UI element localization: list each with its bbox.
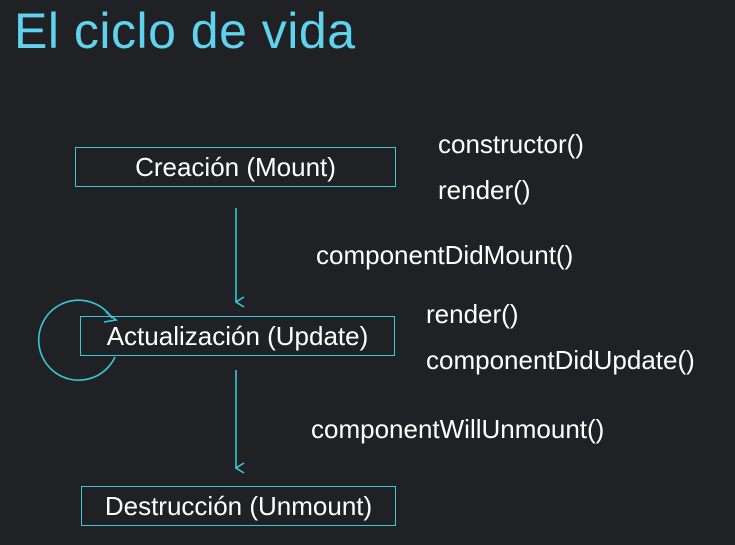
method-component-did-mount: componentDidMount() [316, 240, 574, 270]
method-render-update: render() [426, 299, 519, 329]
slide-title: El ciclo de vida [14, 3, 356, 59]
stage-mount-label: Creación (Mount) [135, 151, 336, 182]
stage-unmount-label: Destrucción (Unmount) [104, 490, 373, 521]
method-render-mount: render() [438, 175, 531, 205]
update-loop-arrow [37, 299, 116, 381]
stage-update: Actualización (Update) [80, 316, 395, 356]
update-loop-arrowhead [103, 311, 118, 323]
stage-unmount: Destrucción (Unmount) [81, 486, 396, 526]
method-component-did-update: componentDidUpdate() [426, 345, 695, 375]
method-constructor: constructor() [438, 129, 584, 159]
stage-update-label: Actualización (Update) [106, 320, 369, 351]
stage-mount: Creación (Mount) [75, 147, 396, 187]
method-component-will-unmount: componentWillUnmount() [311, 414, 605, 444]
